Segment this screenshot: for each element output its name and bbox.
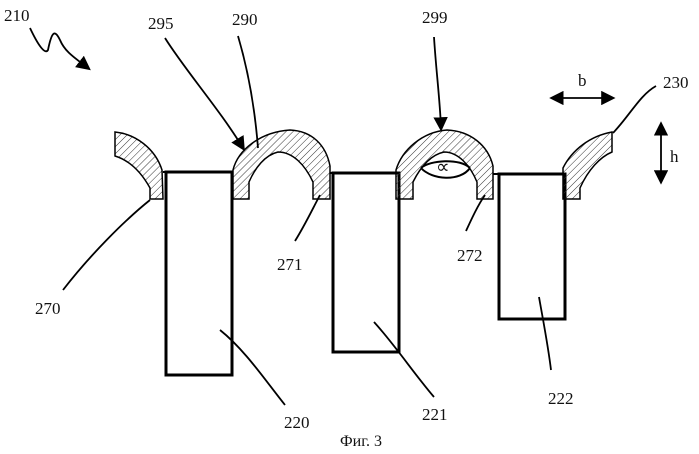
bar-222 bbox=[499, 174, 565, 319]
label-221: 221 bbox=[422, 405, 448, 424]
label-272: 272 bbox=[457, 246, 483, 265]
figure-caption: Фиг. 3 bbox=[340, 433, 382, 450]
dimension-b: b bbox=[578, 71, 587, 90]
label-299: 299 bbox=[422, 8, 448, 27]
bar-221 bbox=[333, 173, 399, 352]
connector-left bbox=[115, 132, 163, 199]
label-222: 222 bbox=[548, 389, 574, 408]
label-270: 270 bbox=[35, 299, 61, 318]
dimension-h: h bbox=[670, 147, 679, 166]
label-210: 210 bbox=[4, 6, 30, 25]
angle-symbol: ∝ bbox=[436, 157, 450, 178]
label-271: 271 bbox=[277, 255, 303, 274]
label-295: 295 bbox=[148, 14, 174, 33]
label-290: 290 bbox=[232, 10, 258, 29]
connector-right bbox=[563, 132, 612, 199]
bar-220 bbox=[166, 172, 232, 375]
label-220: 220 bbox=[284, 413, 310, 432]
connector-290 bbox=[233, 130, 330, 199]
label-230: 230 bbox=[663, 73, 689, 92]
